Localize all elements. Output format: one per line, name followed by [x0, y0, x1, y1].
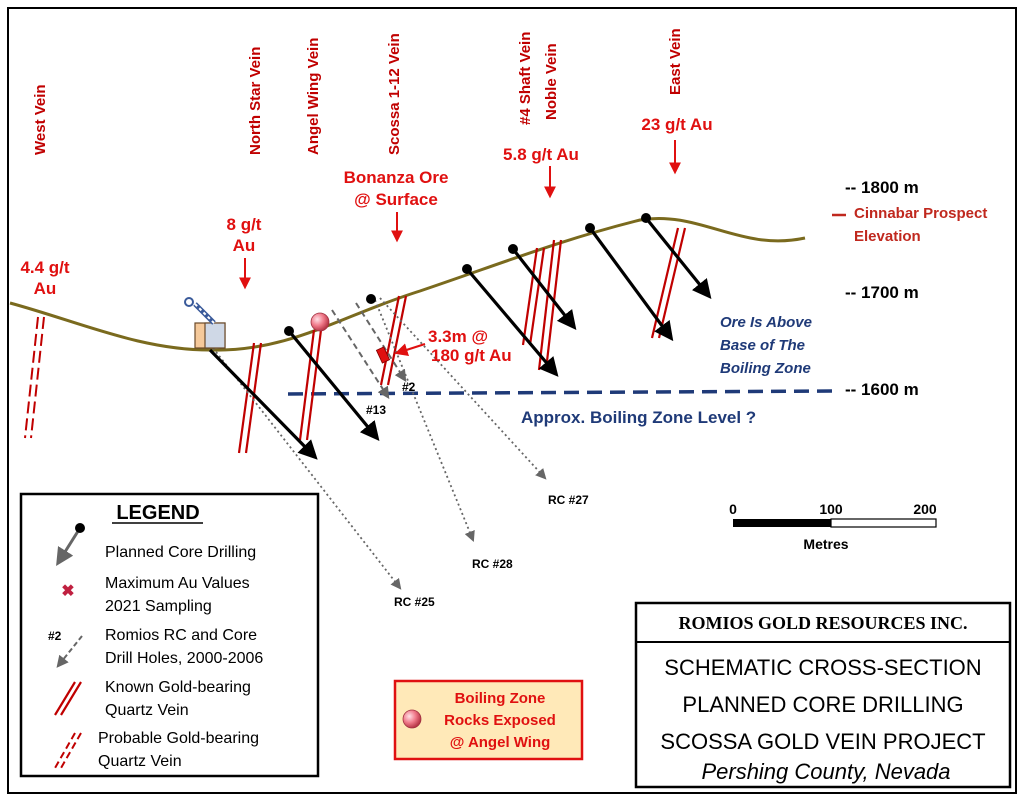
grade-shaft: 5.8 g/t Au	[503, 145, 579, 164]
title-line-3: SCOSSA GOLD VEIN PROJECT	[660, 729, 985, 754]
legend-probable-vein-icon	[54, 732, 82, 769]
vein-label-west: West Vein	[32, 84, 49, 155]
legend-known-line-2: Quartz Vein	[105, 702, 189, 719]
boiling-box-line-2: Rocks Exposed	[444, 712, 556, 729]
bonanza-line-2: @ Surface	[354, 190, 438, 209]
planned-core-holes	[208, 216, 712, 460]
ore-note-2: Base of The	[720, 337, 805, 354]
grade-north-star-1: 8 g/t	[227, 215, 262, 234]
elev-1700: -- 1700 m	[845, 283, 919, 302]
hole-label-rc28: RC #28	[472, 557, 513, 571]
scale-tick-200: 200	[913, 501, 937, 517]
scale-bar: 0 100 200 Metres	[729, 501, 937, 552]
title-line-1: SCHEMATIC CROSS-SECTION	[664, 655, 981, 680]
boiling-zone-box: Boiling Zone Rocks Exposed @ Angel Wing	[393, 679, 584, 761]
grade-west-1: 4.4 g/t	[20, 258, 69, 277]
boiling-box-ball-icon	[402, 709, 422, 729]
known-veins	[237, 227, 687, 454]
vein-label-north-star: North Star Vein	[247, 47, 264, 155]
probable-vein-west	[24, 316, 45, 439]
legend-title: LEGEND	[116, 502, 199, 524]
grade-west-2: Au	[34, 279, 57, 298]
title-line-4: Pershing County, Nevada	[701, 759, 950, 784]
legend-hole-tag: #2	[48, 629, 62, 643]
vein-label-scossa: Scossa 1-12 Vein	[386, 33, 403, 155]
cinnabar-line-1: Cinnabar Prospect	[854, 205, 987, 222]
max-au-line-2: 180 g/t Au	[431, 346, 512, 365]
scale-tick-0: 0	[729, 501, 737, 517]
boiling-box-line-1: Boiling Zone	[455, 690, 546, 707]
max-au-marker-icon	[375, 346, 391, 364]
legend-romios-icon	[56, 635, 83, 668]
legend-probable-line-2: Quartz Vein	[98, 753, 182, 770]
boiling-zone-level-line	[287, 389, 841, 396]
vein-label-east: East Vein	[667, 28, 684, 95]
legend-planned-icon	[56, 527, 82, 567]
legend-max-line-2: 2021 Sampling	[105, 598, 212, 615]
legend-romios-line-2: Drill Holes, 2000-2006	[105, 650, 263, 667]
company-name: ROMIOS GOLD RESOURCES INC.	[678, 613, 967, 633]
scale-unit: Metres	[803, 536, 848, 552]
legend-known-vein-icon	[54, 681, 82, 716]
hole-label-rc25: RC #25	[394, 595, 435, 609]
legend-probable-line-1: Probable Gold-bearing	[98, 730, 259, 747]
vein-label-shaft4: #4 Shaft Vein	[517, 32, 534, 125]
scale-tick-100: 100	[819, 501, 843, 517]
grade-north-star-2: Au	[233, 236, 256, 255]
elev-1800: -- 1800 m	[845, 178, 919, 197]
cinnabar-line-2: Elevation	[854, 228, 921, 245]
ore-note-1: Ore Is Above	[720, 314, 812, 331]
legend-max-line-1: Maximum Au Values	[105, 575, 250, 592]
boiling-zone-level-label: Approx. Boiling Zone Level ?	[521, 408, 756, 427]
hole-label-2: #2	[402, 380, 416, 394]
historic-dashed-holes	[331, 302, 407, 400]
grade-east: 23 g/t Au	[641, 115, 712, 134]
legend-romios-line-1: Romios RC and Core	[105, 627, 257, 644]
vein-label-noble: Noble Vein	[543, 43, 560, 120]
hole-label-13: #13	[366, 403, 386, 417]
ore-note-3: Boiling Zone	[720, 360, 811, 377]
title-line-2: PLANNED CORE DRILLING	[682, 692, 963, 717]
historic-drill-holes	[212, 297, 547, 590]
boiling-zone-marker-icon	[310, 312, 330, 332]
ground-surface	[9, 217, 806, 352]
legend: LEGEND Planned Core Drilling ✖ Maximum A…	[19, 492, 320, 778]
bonanza-line-1: Bonanza Ore	[344, 168, 449, 187]
hole-label-rc27: RC #27	[548, 493, 589, 507]
max-au-arrow	[394, 342, 426, 357]
legend-max-au-icon: ✖	[61, 583, 74, 600]
legend-known-line-1: Known Gold-bearing	[105, 679, 251, 696]
drill-rig-icon	[184, 297, 226, 349]
legend-planned: Planned Core Drilling	[105, 544, 256, 561]
title-block: ROMIOS GOLD RESOURCES INC. SCHEMATIC CRO…	[634, 601, 1012, 789]
max-au-line-1: 3.3m @	[428, 327, 488, 346]
vein-label-angel-wing: Angel Wing Vein	[305, 38, 322, 155]
outer-frame	[7, 7, 1017, 794]
elev-1600: -- 1600 m	[845, 380, 919, 399]
drill-collars	[284, 213, 651, 336]
boiling-box-line-3: @ Angel Wing	[450, 734, 551, 751]
